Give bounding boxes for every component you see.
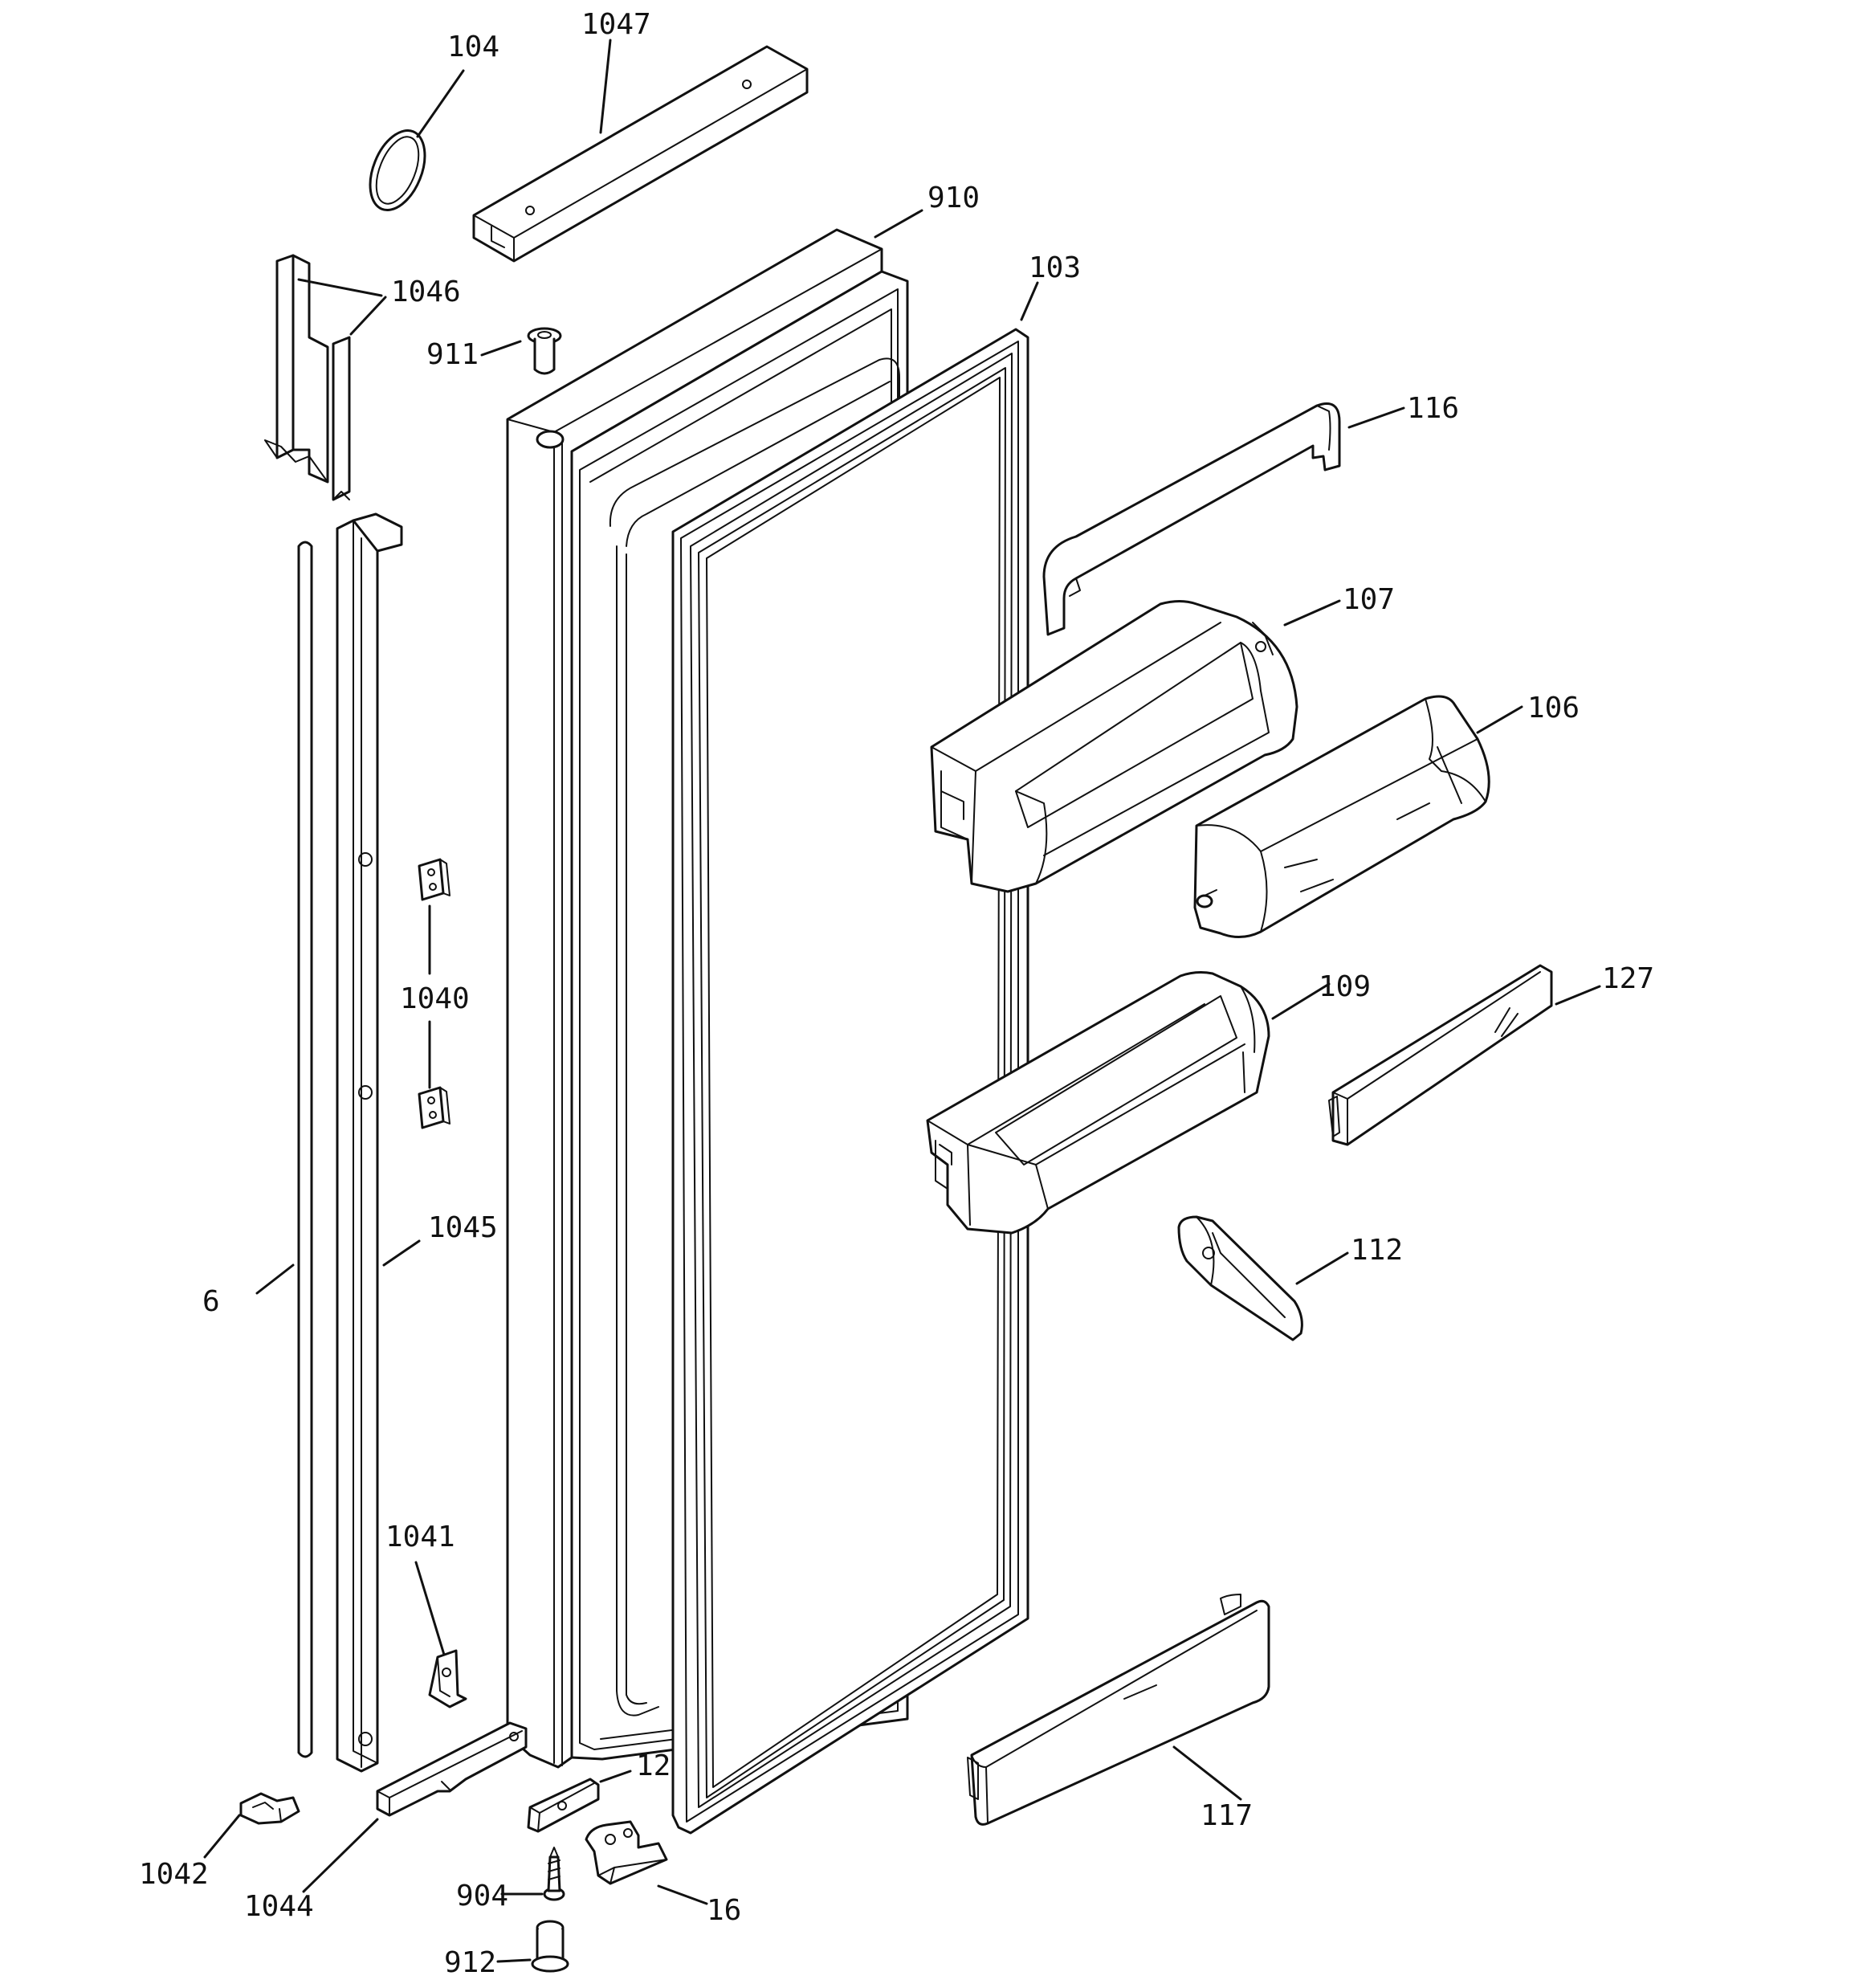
label-109: 109 (1319, 970, 1371, 1003)
label-6: 6 (202, 1285, 220, 1318)
callout-labels: 104 1047 910 1046 103 911 116 107 106 10… (139, 8, 1654, 1979)
part-127-shelf-front (1328, 964, 1553, 1146)
part-1040-clip-bottom (418, 1086, 450, 1129)
part-109-bin (926, 971, 1270, 1235)
label-117: 117 (1201, 1799, 1253, 1832)
label-127: 127 (1602, 962, 1654, 995)
part-904-screw (543, 1847, 565, 1901)
part-116-rail (1042, 402, 1341, 636)
label-1047: 1047 (581, 8, 651, 41)
label-910: 910 (927, 182, 980, 214)
part-12-clip (527, 1778, 600, 1833)
label-1046: 1046 (391, 276, 461, 308)
label-912: 912 (444, 1946, 496, 1979)
part-1042-clip (239, 1792, 300, 1825)
label-16: 16 (707, 1894, 741, 1927)
part-1040-clip-top (418, 858, 450, 901)
label-107: 107 (1343, 583, 1395, 616)
part-1045-hinge-trim (336, 512, 403, 1773)
part-16-hinge (585, 1820, 668, 1885)
label-12: 12 (636, 1749, 671, 1782)
label-1040: 1040 (400, 982, 470, 1015)
label-911: 911 (426, 338, 479, 371)
part-106-tilt-bin (1193, 695, 1490, 938)
label-103: 103 (1029, 251, 1081, 284)
label-904: 904 (456, 1880, 508, 1912)
label-106: 106 (1527, 692, 1580, 725)
part-117-bin-front (967, 1594, 1270, 1826)
part-112-bracket (1177, 1215, 1303, 1341)
part-1046-trims (264, 254, 351, 501)
label-116: 116 (1407, 392, 1459, 425)
label-1042: 1042 (139, 1858, 209, 1891)
label-1045: 1045 (428, 1211, 498, 1244)
label-1041: 1041 (385, 1521, 455, 1553)
part-103-gasket (671, 328, 1029, 1835)
part-1044-plate (376, 1721, 528, 1817)
part-1047-top-cap (472, 45, 809, 263)
part-107-bin (930, 600, 1298, 893)
leader-lines (203, 39, 1601, 1963)
part-911-bushing (527, 327, 562, 375)
part-104-ring (369, 129, 426, 212)
part-1041-clip (428, 1649, 467, 1708)
part-912-bushing (531, 1920, 569, 1973)
label-104: 104 (447, 31, 499, 63)
label-112: 112 (1351, 1234, 1403, 1267)
label-1044: 1044 (244, 1890, 314, 1923)
part-6-rod (297, 541, 313, 1758)
